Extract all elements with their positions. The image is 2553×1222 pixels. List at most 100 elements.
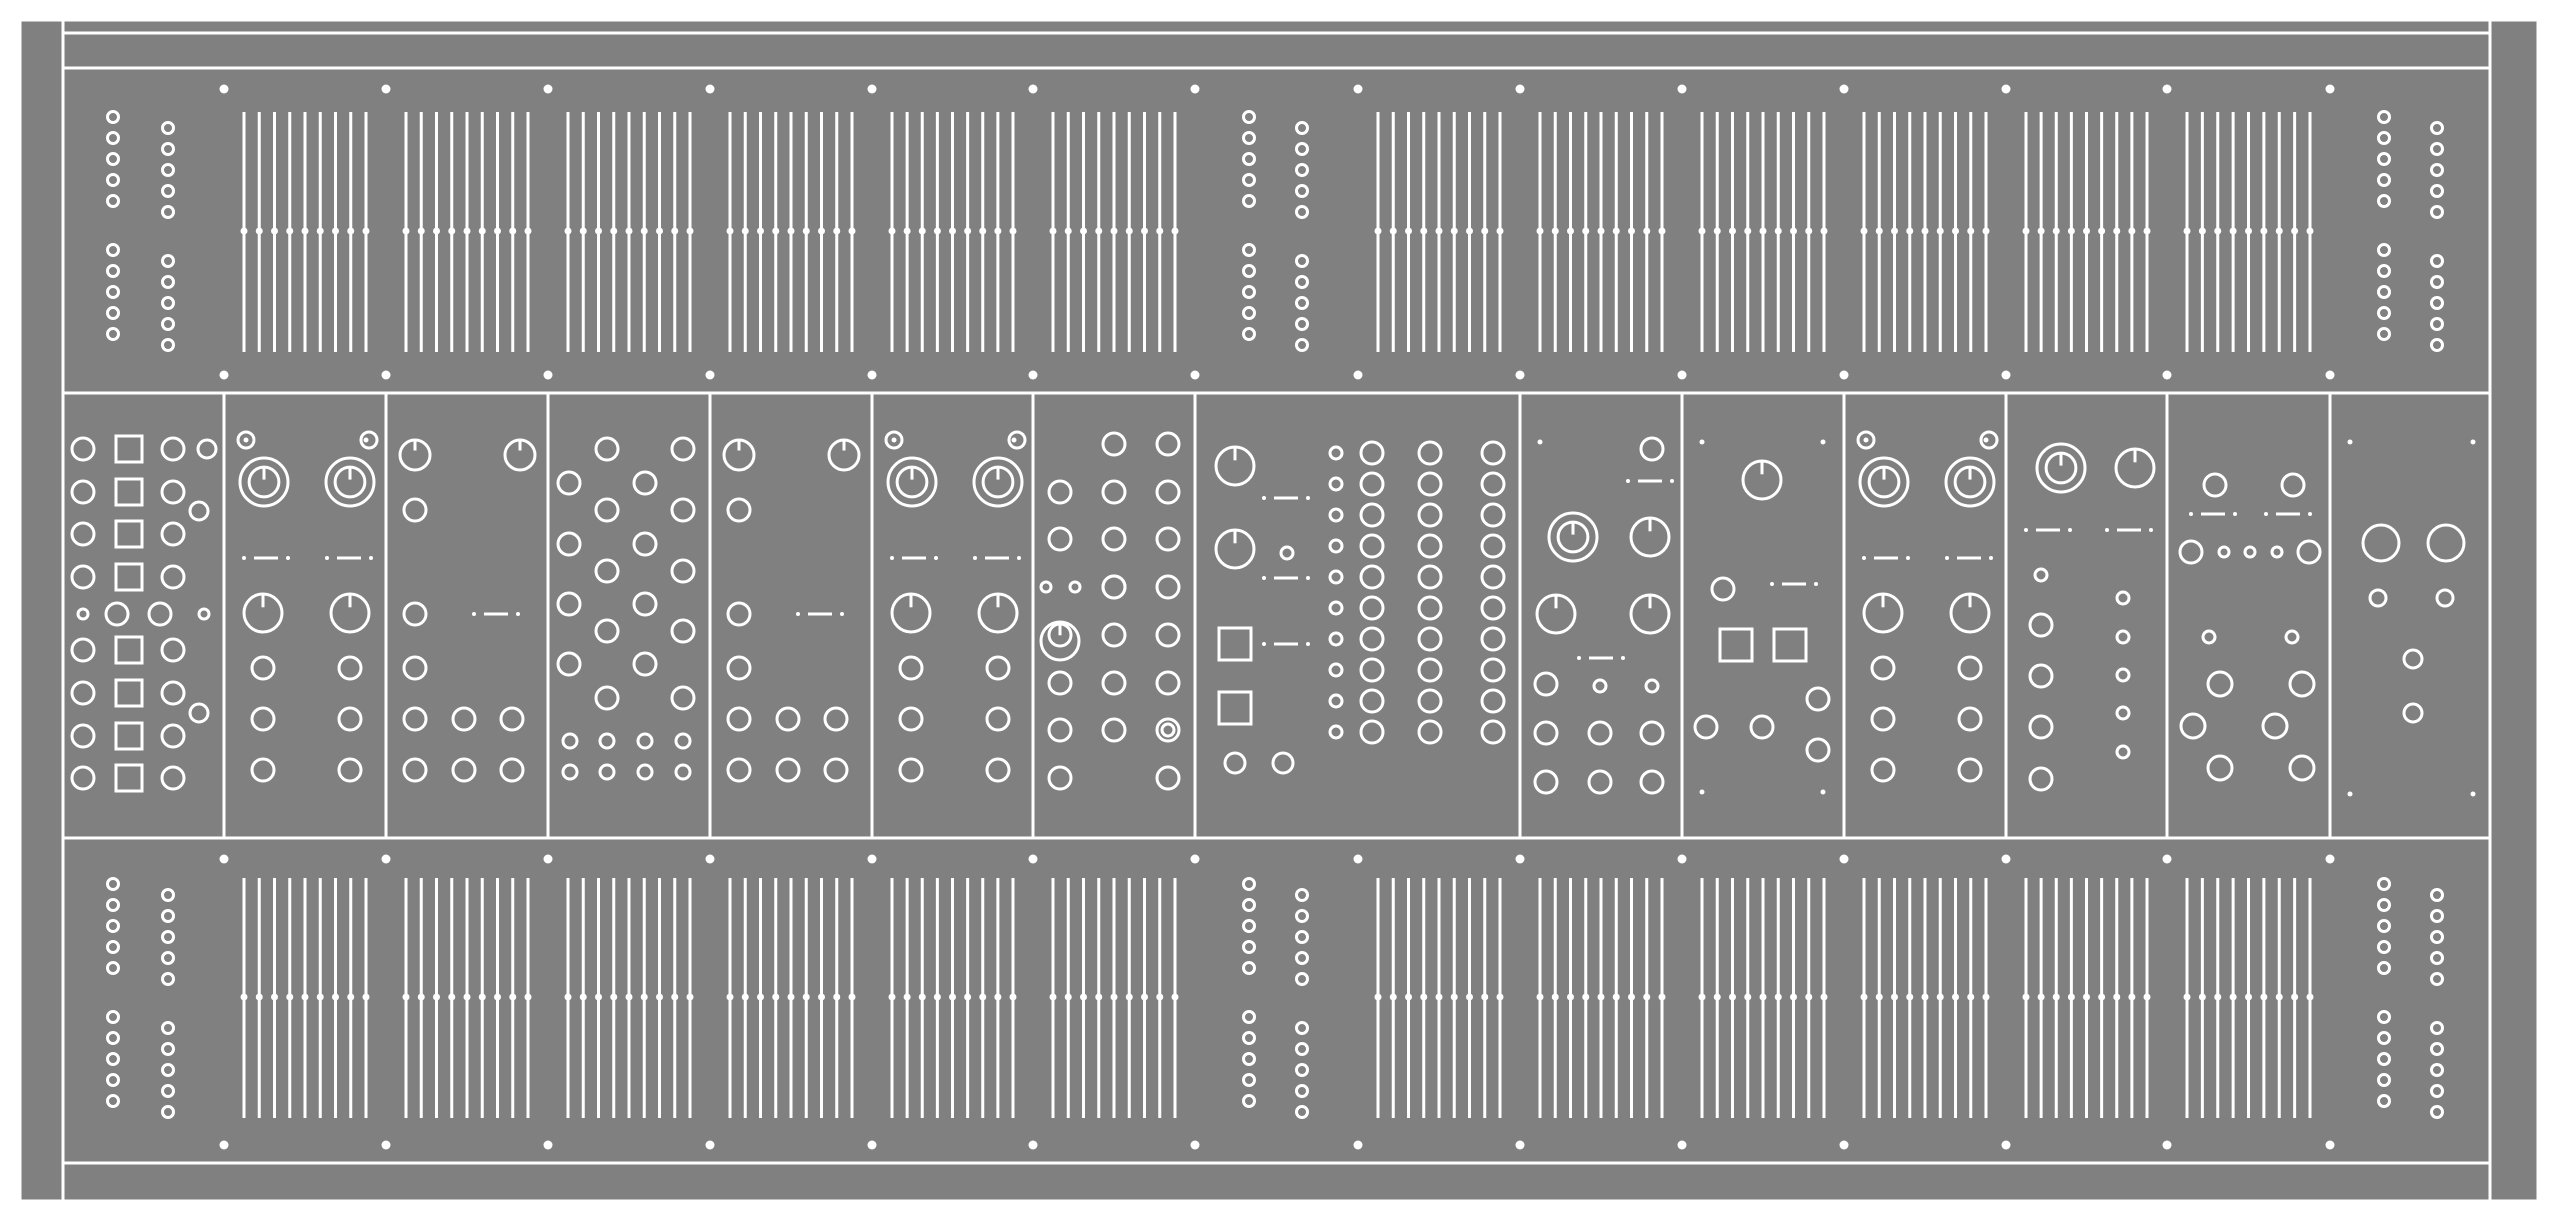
matrix-button[interactable] — [114, 477, 144, 507]
knob[interactable] — [827, 438, 861, 472]
toggle-switch[interactable] — [1262, 576, 1310, 580]
knob[interactable] — [1949, 592, 1991, 634]
jack[interactable] — [70, 479, 96, 505]
jack[interactable] — [1533, 769, 1559, 795]
vertical-slider[interactable] — [1389, 878, 1397, 1118]
jack[interactable] — [898, 706, 924, 732]
vertical-slider[interactable] — [888, 112, 896, 352]
vertical-slider[interactable] — [1628, 112, 1635, 352]
jack[interactable] — [160, 637, 186, 663]
vertical-slider[interactable] — [1567, 112, 1574, 352]
mini-jack[interactable] — [106, 327, 120, 341]
jack[interactable] — [1480, 502, 1506, 528]
matrix-button[interactable] — [114, 721, 144, 751]
vertical-slider[interactable] — [564, 878, 572, 1118]
mini-jack[interactable] — [106, 131, 120, 145]
vertical-slider[interactable] — [772, 878, 780, 1118]
jack[interactable] — [556, 591, 582, 617]
mini-jack[interactable] — [1242, 898, 1256, 912]
sequencer-button[interactable] — [1217, 690, 1253, 726]
jack[interactable] — [1693, 714, 1719, 740]
vertical-slider[interactable] — [2098, 112, 2106, 352]
mini-jack[interactable] — [1242, 327, 1256, 341]
mini-jack[interactable] — [106, 285, 120, 299]
mini-jack[interactable] — [2377, 898, 2391, 912]
mini-jack[interactable] — [2377, 306, 2391, 320]
mini-jack[interactable] — [1328, 538, 1344, 554]
jack[interactable] — [670, 436, 696, 462]
vertical-slider[interactable] — [1790, 112, 1797, 352]
vertical-slider[interactable] — [1582, 878, 1590, 1118]
jack[interactable] — [2028, 714, 2054, 740]
mini-jack[interactable] — [2377, 194, 2391, 208]
vertical-slider[interactable] — [1774, 878, 1782, 1118]
jack[interactable] — [250, 655, 276, 681]
vertical-slider[interactable] — [1698, 112, 1706, 352]
toggle-switch[interactable] — [242, 556, 290, 560]
jack[interactable] — [594, 436, 620, 462]
jack[interactable] — [1155, 670, 1181, 696]
mini-jack[interactable] — [674, 763, 692, 781]
knob[interactable] — [890, 592, 932, 634]
vertical-slider[interactable] — [2260, 112, 2268, 352]
vertical-slider[interactable] — [640, 878, 648, 1118]
mini-jack[interactable] — [561, 732, 579, 750]
mini-jack[interactable] — [106, 919, 120, 933]
mini-jack[interactable] — [106, 110, 120, 124]
mini-jack[interactable] — [636, 732, 654, 750]
vertical-slider[interactable] — [741, 878, 749, 1118]
vertical-slider[interactable] — [1891, 878, 1898, 1118]
jack[interactable] — [1870, 757, 1896, 783]
jack[interactable] — [70, 637, 96, 663]
vertical-slider[interactable] — [494, 878, 501, 1118]
mini-jack[interactable] — [1295, 205, 1309, 219]
jack[interactable] — [1155, 431, 1181, 457]
mini-jack[interactable] — [2430, 1021, 2444, 1035]
mini-jack[interactable] — [161, 1084, 175, 1098]
vertical-slider[interactable] — [610, 112, 618, 352]
jack[interactable] — [359, 430, 379, 450]
mini-jack[interactable] — [2430, 205, 2444, 219]
vertical-slider[interactable] — [478, 878, 486, 1118]
toggle-switch[interactable] — [2189, 512, 2237, 516]
vertical-slider[interactable] — [918, 878, 926, 1118]
mini-jack[interactable] — [106, 1031, 120, 1045]
mini-jack[interactable] — [1295, 1084, 1309, 1098]
vertical-slider[interactable] — [595, 112, 602, 352]
rate-knob[interactable] — [2035, 442, 2087, 494]
jack[interactable] — [632, 470, 658, 496]
vertical-slider[interactable] — [656, 878, 663, 1118]
vertical-slider[interactable] — [2083, 112, 2090, 352]
mini-jack[interactable] — [2377, 961, 2391, 975]
vertical-slider[interactable] — [1095, 112, 1103, 352]
jack[interactable] — [884, 430, 904, 450]
vertical-slider[interactable] — [2128, 878, 2136, 1118]
jack[interactable] — [985, 757, 1011, 783]
vertical-slider[interactable] — [979, 112, 987, 352]
jack[interactable] — [1101, 574, 1127, 600]
matrix-button[interactable] — [114, 562, 144, 592]
mini-jack[interactable] — [106, 243, 120, 257]
vertical-slider[interactable] — [2275, 112, 2283, 352]
jack[interactable] — [1979, 430, 1999, 450]
vertical-slider[interactable] — [2052, 112, 2060, 352]
knob[interactable] — [1214, 528, 1256, 570]
vertical-slider[interactable] — [949, 112, 956, 352]
jack[interactable] — [1957, 757, 1983, 783]
mini-jack[interactable] — [2217, 545, 2231, 559]
vertical-slider[interactable] — [332, 878, 339, 1118]
mini-jack[interactable] — [2377, 131, 2391, 145]
jack[interactable] — [1417, 626, 1443, 652]
vertical-slider[interactable] — [1952, 878, 1959, 1118]
vertical-slider[interactable] — [1064, 878, 1072, 1118]
toggle-switch[interactable] — [1626, 479, 1674, 483]
vertical-slider[interactable] — [1744, 112, 1752, 352]
toggle-switch[interactable] — [1862, 556, 1910, 560]
jack[interactable] — [1047, 717, 1073, 743]
vertical-slider[interactable] — [1551, 878, 1559, 1118]
jack[interactable] — [2178, 539, 2204, 565]
vertical-slider[interactable] — [2229, 878, 2237, 1118]
mini-jack[interactable] — [1295, 972, 1309, 986]
vertical-slider[interactable] — [1009, 112, 1017, 352]
vertical-slider[interactable] — [1820, 112, 1828, 352]
